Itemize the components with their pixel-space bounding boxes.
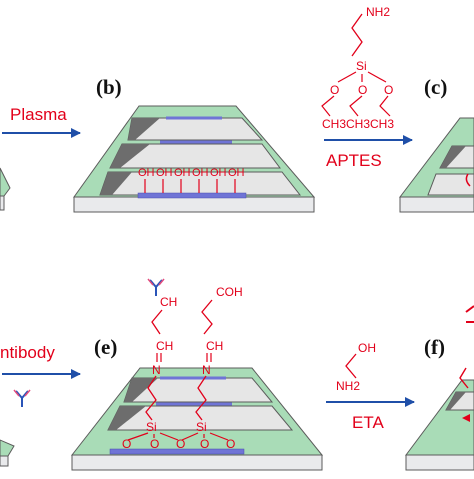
oh-group: OH bbox=[156, 167, 173, 179]
aptes-ethyl: CH3CH3CH3 bbox=[322, 117, 394, 131]
panel-e-oxygen: O bbox=[150, 437, 159, 451]
panel-c: (c) bbox=[398, 75, 474, 213]
panel-e-oxygens: O O O O O bbox=[122, 437, 235, 451]
panel-c-label: (c) bbox=[424, 75, 447, 99]
panel-a-fragment bbox=[0, 167, 11, 211]
panel-e-oxygen: O bbox=[200, 437, 209, 451]
panel-e-imine-n-left: N bbox=[152, 363, 161, 377]
aptes-label: APTES bbox=[326, 151, 382, 170]
panel-e-imine-c-left: CH bbox=[156, 339, 173, 353]
panel-b-oh-groups: OH OH OH OH OH OH bbox=[138, 167, 245, 179]
panel-e-ch-left: CH bbox=[160, 295, 177, 309]
aptes-step: NH2 Si O O O CH3CH3CH3 APTES bbox=[321, 5, 413, 170]
oh-group: OH bbox=[228, 167, 245, 179]
panel-f-label: (f) bbox=[424, 335, 445, 359]
aptes-oxygen-left: O bbox=[330, 83, 339, 97]
panel-e-cooh: COH bbox=[216, 285, 243, 299]
oh-group: OH bbox=[210, 167, 227, 179]
eta-amine: NH2 bbox=[336, 379, 360, 393]
panel-b-label: (b) bbox=[96, 75, 122, 99]
panel-f: (f) bbox=[405, 305, 474, 471]
panel-e-oxygen: O bbox=[176, 437, 185, 451]
panel-e-si-right: Si bbox=[196, 420, 207, 434]
panel-b-electrode-bottom bbox=[137, 192, 247, 199]
panel-e-oxygen: O bbox=[226, 437, 235, 451]
panel-e-imine-n-right: N bbox=[202, 363, 211, 377]
eta-hydroxyl: OH bbox=[358, 341, 376, 355]
panel-b-oh-bonds bbox=[144, 179, 236, 193]
antibody-label: ntibody bbox=[0, 343, 55, 362]
oh-group: OH bbox=[174, 167, 191, 179]
eta-step: OH NH2 ETA bbox=[326, 341, 415, 432]
oh-group: OH bbox=[138, 167, 155, 179]
antibody-icon bbox=[13, 389, 31, 407]
panel-e-antibody bbox=[147, 278, 165, 296]
eta-label: ETA bbox=[352, 413, 384, 432]
panel-e-si-left: Si bbox=[146, 420, 157, 434]
aptes-silicon: Si bbox=[356, 59, 367, 73]
panel-b: (b) OH OH OH OH OH OH bbox=[73, 75, 316, 213]
panel-b-front bbox=[73, 196, 315, 213]
panel-e-imine-c-right: CH bbox=[206, 339, 223, 353]
plasma-step: Plasma bbox=[2, 105, 81, 138]
plasma-label: Plasma bbox=[10, 105, 67, 124]
panel-e: (e) CH CH N Si COH CH N Si bbox=[70, 278, 324, 471]
antibody-step: ntibody bbox=[0, 343, 81, 407]
panel-e-label: (e) bbox=[94, 335, 117, 359]
panel-e-oxygen: O bbox=[122, 437, 131, 451]
panel-d-fragment bbox=[0, 439, 15, 467]
oh-group: OH bbox=[192, 167, 209, 179]
aptes-oxygen-mid: O bbox=[358, 83, 367, 97]
aptes-oxygen-right: O bbox=[384, 83, 393, 97]
panel-e-electrode-bottom bbox=[109, 448, 245, 455]
aptes-amine: NH2 bbox=[366, 5, 390, 19]
